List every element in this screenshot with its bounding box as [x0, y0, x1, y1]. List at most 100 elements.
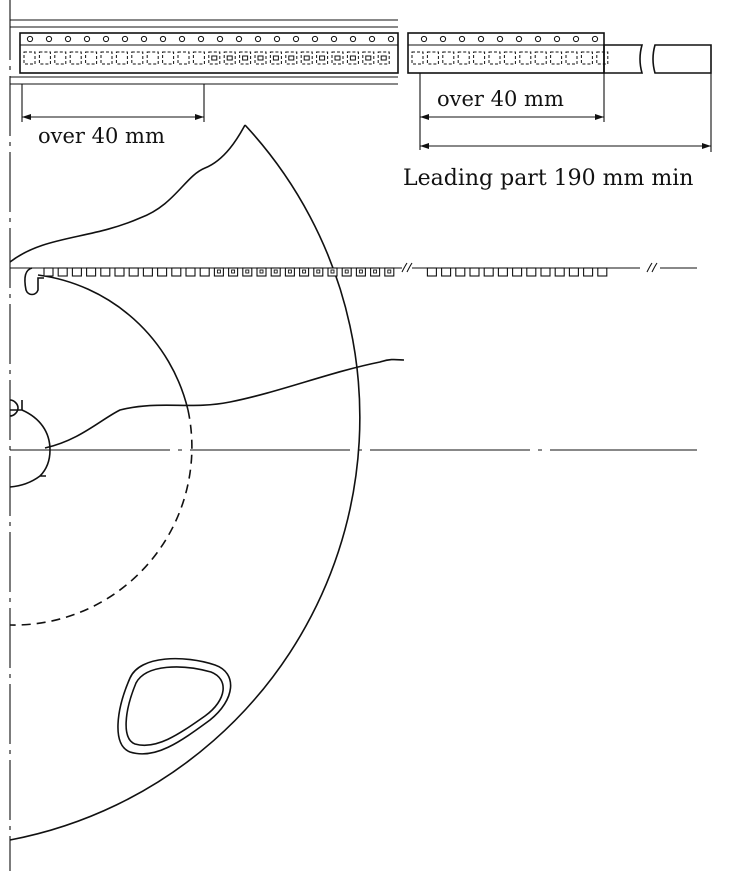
- spool-frame: [341, 267, 352, 277]
- spool-frame: [270, 267, 281, 277]
- film-frame: [300, 51, 313, 65]
- spool-frame: [299, 267, 310, 277]
- film-frame: [285, 51, 298, 65]
- sprocket-hole: [178, 35, 186, 43]
- spool-frame: [128, 267, 139, 277]
- film-frame: [239, 51, 252, 65]
- frame-image-mark: [349, 55, 356, 61]
- film-frame: [346, 51, 359, 65]
- sprocket-hole: [159, 35, 167, 43]
- frame-image-mark: [242, 55, 249, 61]
- leader-frame: [596, 51, 609, 65]
- film-frame: [331, 51, 344, 65]
- spool-frame: [597, 267, 608, 277]
- spool-frame-mark: [387, 269, 392, 274]
- film-frame: [377, 51, 390, 65]
- leader-frame: [534, 51, 547, 65]
- film-strip-top: [10, 19, 399, 85]
- film-frame: [115, 51, 128, 65]
- leader-sprocket-hole: [534, 35, 542, 43]
- spool-frame: [213, 267, 224, 277]
- sprocket-hole: [235, 35, 243, 43]
- leader-frame: [457, 51, 470, 65]
- spool-frame: [71, 267, 82, 277]
- sprocket-hole: [387, 35, 395, 43]
- sprocket-hole: [121, 35, 129, 43]
- spool-frame: [313, 267, 324, 277]
- leader-sprocket-hole: [477, 35, 485, 43]
- spool-frame: [284, 267, 295, 277]
- spool-frame: [327, 267, 338, 277]
- spool-frame: [157, 267, 168, 277]
- spool-frame-mark: [287, 269, 292, 274]
- leader-frame: [565, 51, 578, 65]
- leader-frame: [503, 51, 516, 65]
- spool-frame: [142, 267, 153, 277]
- sprocket-hole: [273, 35, 281, 43]
- spool-frame: [86, 267, 97, 277]
- spool-frame: [441, 267, 452, 277]
- sprocket-hole: [102, 35, 110, 43]
- leader-sprocket-hole-row: [420, 35, 599, 43]
- spool-frame: [43, 267, 54, 277]
- leader-sprocket-hole: [496, 35, 504, 43]
- sprocket-hole: [216, 35, 224, 43]
- spool-frame: [512, 267, 523, 277]
- film-frame: [38, 51, 51, 65]
- sprocket-hole: [311, 35, 319, 43]
- sprocket-hole: [197, 35, 205, 43]
- film-frame: [316, 51, 329, 65]
- spool-frame: [370, 267, 381, 277]
- sprocket-hole: [254, 35, 262, 43]
- spool-frame: [568, 267, 579, 277]
- wound-film-roll: [9, 274, 193, 626]
- leader-frame-row: [411, 51, 609, 65]
- leader-frame: [519, 51, 532, 65]
- film-frame: [269, 51, 282, 65]
- spool-frame: [228, 267, 239, 277]
- spool-frame-mark: [216, 269, 221, 274]
- spool-frame: [540, 267, 551, 277]
- film-frame: [208, 51, 221, 65]
- spool-frame-mark: [302, 269, 307, 274]
- sprocket-hole: [45, 35, 53, 43]
- spool-frame: [384, 267, 395, 277]
- leader-sprocket-hole: [572, 35, 580, 43]
- sprocket-hole: [140, 35, 148, 43]
- sprocket-hole: [83, 35, 91, 43]
- leading-part-label: Leading part 190 mm min: [403, 166, 694, 191]
- spool-frame: [554, 267, 565, 277]
- frame-image-mark: [288, 55, 295, 61]
- leader-frame: [426, 51, 439, 65]
- spool-frame-mark: [316, 269, 321, 274]
- sprocket-hole-row: [26, 35, 395, 43]
- frame-image-mark: [334, 55, 341, 61]
- reel-window: [117, 657, 232, 755]
- spooling-film-line: [10, 262, 697, 296]
- spool-frame-row: [43, 267, 608, 277]
- film-frame: [254, 51, 267, 65]
- leader-sprocket-hole: [420, 35, 428, 43]
- film-frame: [362, 51, 375, 65]
- leader-strip: [407, 32, 712, 74]
- reel-flange: [9, 124, 405, 841]
- leader-overlap-label: over 40 mm: [437, 87, 564, 111]
- leader-frame: [411, 51, 424, 65]
- spool-frame-mark: [231, 269, 236, 274]
- spool-frame: [355, 267, 366, 277]
- spool-frame: [57, 267, 68, 277]
- film-overlap-label: over 40 mm: [38, 124, 165, 148]
- film-frame: [223, 51, 236, 65]
- frame-image-mark: [272, 55, 279, 61]
- sprocket-hole: [26, 35, 34, 43]
- spool-frame: [242, 267, 253, 277]
- sprocket-hole: [64, 35, 72, 43]
- frame-image-mark: [319, 55, 326, 61]
- spool-frame: [483, 267, 494, 277]
- spool-frame: [426, 267, 437, 277]
- film-frame: [177, 51, 190, 65]
- spool-frame-mark: [330, 269, 335, 274]
- frame-image-mark: [257, 55, 264, 61]
- sprocket-hole: [292, 35, 300, 43]
